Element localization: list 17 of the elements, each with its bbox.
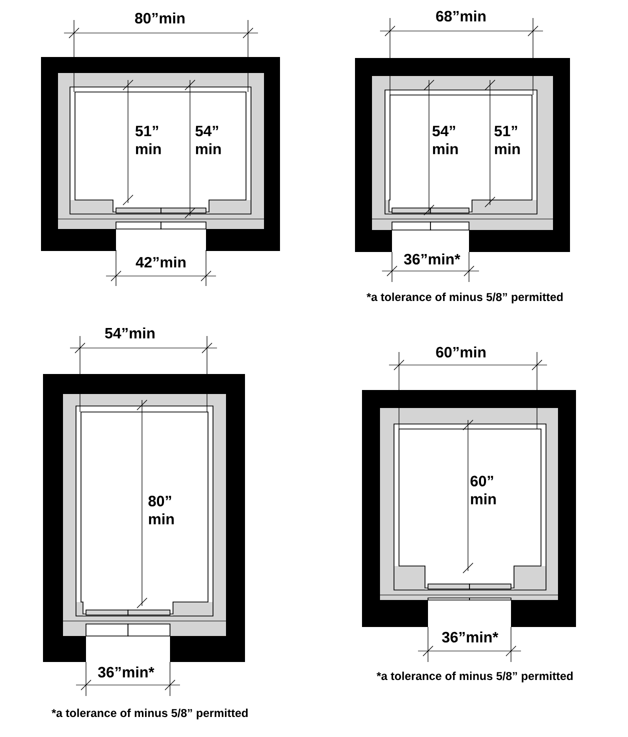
dimension-label: 36”min* — [404, 253, 460, 265]
note-text: *a tolerance of minus 5/8” permitted — [376, 672, 573, 682]
dimension-label: 60” min — [469, 474, 501, 506]
dimension-label: 80” min — [147, 494, 179, 526]
dimension-label: 60”min — [436, 346, 486, 358]
dimension-label: 36”min* — [442, 631, 498, 643]
dimension-label: 36”min* — [98, 666, 154, 678]
note-text: *a tolerance of minus 5/8” permitted — [52, 708, 248, 720]
dimension-label: 42”min — [136, 256, 186, 268]
dimension-label: 54” min — [431, 124, 463, 156]
dimension-label: 51” min — [493, 124, 525, 156]
dimension-label: 54”min — [105, 328, 154, 338]
dimension-label: 68”min — [436, 10, 486, 22]
dimension-label: 51” min — [134, 124, 166, 156]
dimension-label: 80”min — [135, 12, 184, 24]
dimension-label: 54” min — [194, 124, 226, 156]
note-text: *a tolerance of minus 5/8” permitted — [366, 292, 563, 304]
